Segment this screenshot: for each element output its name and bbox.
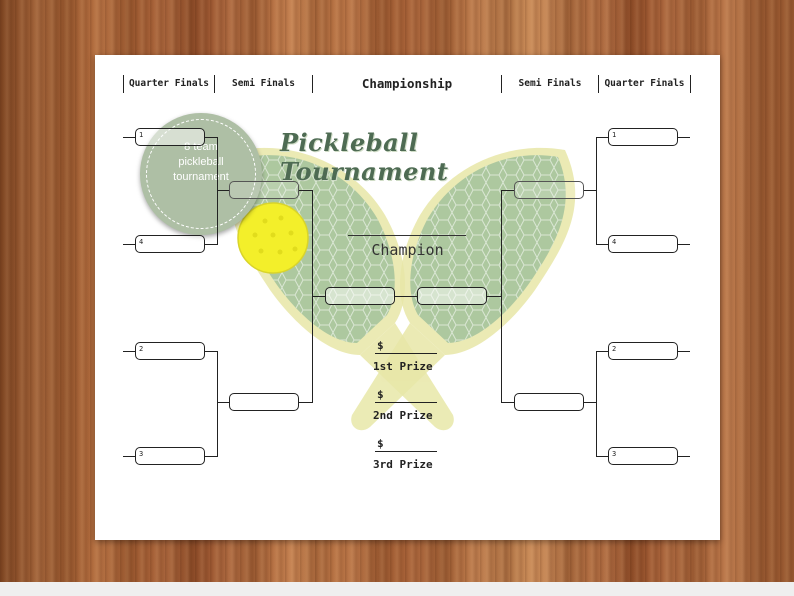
champion-name-line[interactable] [348,235,466,237]
seed-number: 2 [612,345,617,353]
badge-line-3: tournament [173,171,229,183]
header-left-quarter-finals: Quarter Finals [123,75,215,93]
bracket-line [217,137,218,245]
badge-text: 8 team pickleball tournament [155,140,247,185]
bracket-line [217,190,229,191]
first-prize-label: 1st Prize [373,360,433,373]
header-right-quarter-finals: Quarter Finals [599,75,691,93]
seed-number: 3 [139,450,144,458]
bracket-line [584,190,596,191]
seed-number: 2 [139,345,144,353]
bracket-line [205,351,217,352]
header-right-semi-finals: Semi Finals [501,75,599,93]
bracket-line [501,190,502,403]
bracket-line [596,456,608,457]
bracket-line [678,456,690,457]
seed-number: 3 [612,450,617,458]
champion-label: Champion [371,241,444,259]
seed-number: 1 [139,131,144,139]
bracket-line [596,351,608,352]
bracket-line [299,190,312,191]
bracket-line [123,137,135,138]
bracket-line [678,137,690,138]
bracket-sheet: Quarter Finals Semi Finals Championship … [95,55,720,540]
left-sf-slot-top[interactable] [229,181,299,199]
third-prize-label: 3rd Prize [373,458,433,471]
pickleball-ball-icon [237,202,309,274]
bracket-line [596,137,597,245]
first-prize-currency: $ [377,339,384,352]
right-qf-slot-1[interactable]: 1 [608,128,678,146]
bracket-line [596,244,608,245]
bottom-strip [0,582,794,596]
left-qf-slot-4[interactable]: 4 [135,235,205,253]
third-prize-amount-line[interactable] [375,451,437,453]
bracket-line [501,190,514,191]
bracket-line [596,137,608,138]
left-sf-slot-bottom[interactable] [229,393,299,411]
left-qf-slot-3[interactable]: 3 [135,447,205,465]
bracket-line [299,402,312,403]
seed-number: 4 [612,238,617,246]
bracket-line [205,244,217,245]
seed-number: 4 [139,238,144,246]
right-sf-slot-top[interactable] [514,181,584,199]
header-championship: Championship [361,76,453,91]
badge-dashed-ring [146,119,256,229]
third-prize-currency: $ [377,437,384,450]
championship-slot-left[interactable] [325,287,395,305]
championship-slot-right[interactable] [417,287,487,305]
first-prize-amount-line[interactable] [375,353,437,355]
second-prize-amount-line[interactable] [375,402,437,404]
right-qf-slot-2[interactable]: 2 [608,342,678,360]
seed-number: 1 [612,131,617,139]
left-qf-slot-2[interactable]: 2 [135,342,205,360]
bracket-line [123,351,135,352]
second-prize-label: 2nd Prize [373,409,433,422]
bracket-line [123,456,135,457]
right-qf-slot-4[interactable]: 4 [608,235,678,253]
badge-line-2: pickleball [178,156,224,168]
header-left-semi-finals: Semi Finals [215,75,313,93]
bracket-line [217,351,218,457]
bracket-line [217,402,229,403]
bracket-line [584,402,596,403]
bracket-line [501,402,514,403]
right-sf-slot-bottom[interactable] [514,393,584,411]
bracket-line [596,351,597,457]
bracket-line [205,137,217,138]
bracket-line [205,456,217,457]
right-qf-slot-3[interactable]: 3 [608,447,678,465]
bracket-line [678,351,690,352]
bracket-line [123,244,135,245]
tournament-title: Pickleball Tournament [280,128,449,186]
left-qf-slot-1[interactable]: 1 [135,128,205,146]
bracket-line [487,296,501,297]
bracket-line [678,244,690,245]
bracket-line [395,296,417,297]
second-prize-currency: $ [377,388,384,401]
bracket-line [312,296,325,297]
